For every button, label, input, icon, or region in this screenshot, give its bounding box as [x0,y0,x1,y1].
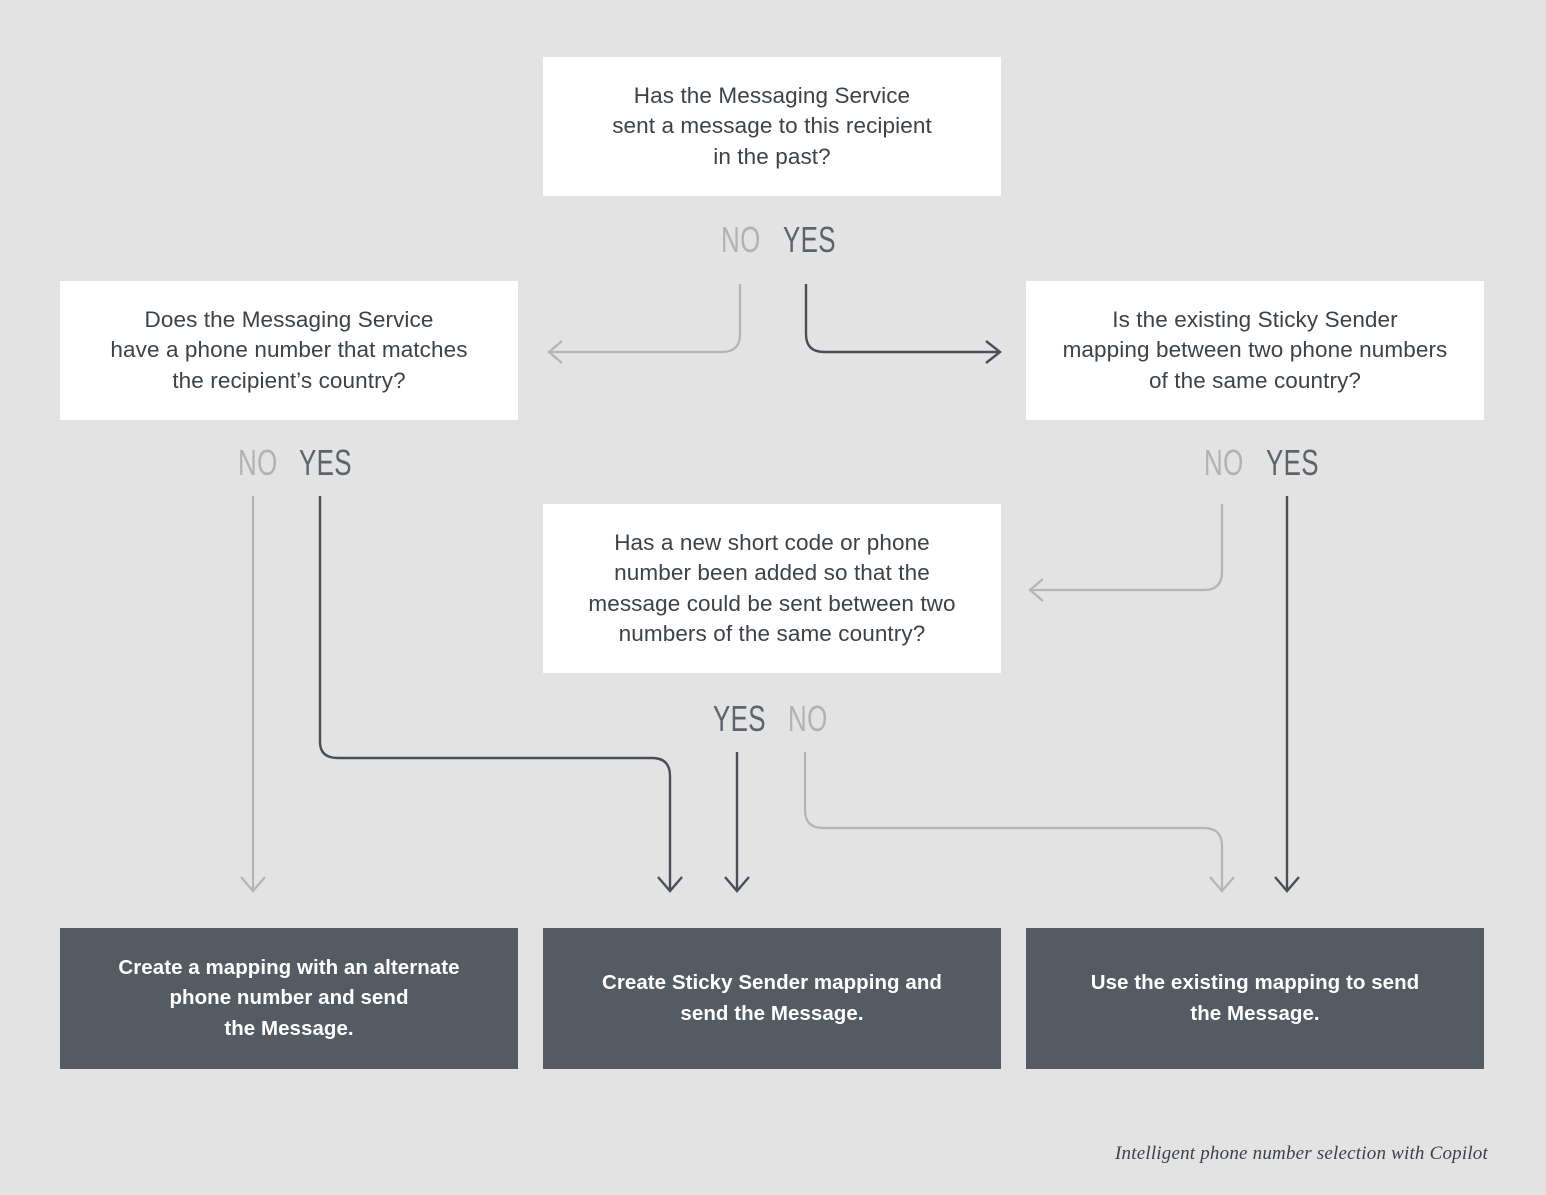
question-box-middle[interactable]: Has a new short code or phone number bee… [543,504,1001,673]
branch-label-left-yes: YES [299,442,352,483]
outcome-box-right-text: Use the existing mapping to send the Mes… [1090,971,1420,1025]
question-box-right[interactable]: Is the existing Sticky Sender mapping be… [1026,281,1484,420]
question-box-root-text: Has the Messaging Service sent a message… [612,83,932,169]
edge-root-yes [804,284,1002,364]
branch-label-left-no: NO [238,442,278,483]
branch-label-right-yes: YES [1266,442,1319,483]
outcome-box-left-text: Create a mapping with an alternate phone… [118,956,460,1040]
diagram-caption: Intelligent phone number selection with … [1115,1143,1488,1164]
branch-label-root-yes: YES [783,219,836,260]
outcome-box-left[interactable]: Create a mapping with an alternate phone… [60,928,518,1069]
edge-right-yes [1274,496,1300,893]
edge-root-no [547,284,742,364]
question-box-middle-text: Has a new short code or phone number bee… [588,530,956,646]
edge-left-no [240,496,266,893]
edge-middle-no [803,752,1235,893]
outcome-box-right[interactable]: Use the existing mapping to send the Mes… [1026,928,1484,1069]
question-box-right-text: Is the existing Sticky Sender mapping be… [1062,307,1448,393]
question-box-root[interactable]: Has the Messaging Service sent a message… [543,57,1001,196]
edge-middle-yes [724,752,750,893]
outcome-box-middle-text: Create Sticky Sender mapping and send th… [602,971,942,1025]
branch-label-right-no: NO [1204,442,1244,483]
branch-label-middle-yes: YES [713,698,766,739]
outcome-box-middle[interactable]: Create Sticky Sender mapping and send th… [543,928,1001,1069]
edge-right-no [1028,504,1224,602]
question-box-left-text: Does the Messaging Service have a phone … [110,307,468,393]
branch-label-middle-no: NO [788,698,828,739]
branch-label-root-no: NO [721,219,761,260]
question-box-left[interactable]: Does the Messaging Service have a phone … [60,281,518,420]
